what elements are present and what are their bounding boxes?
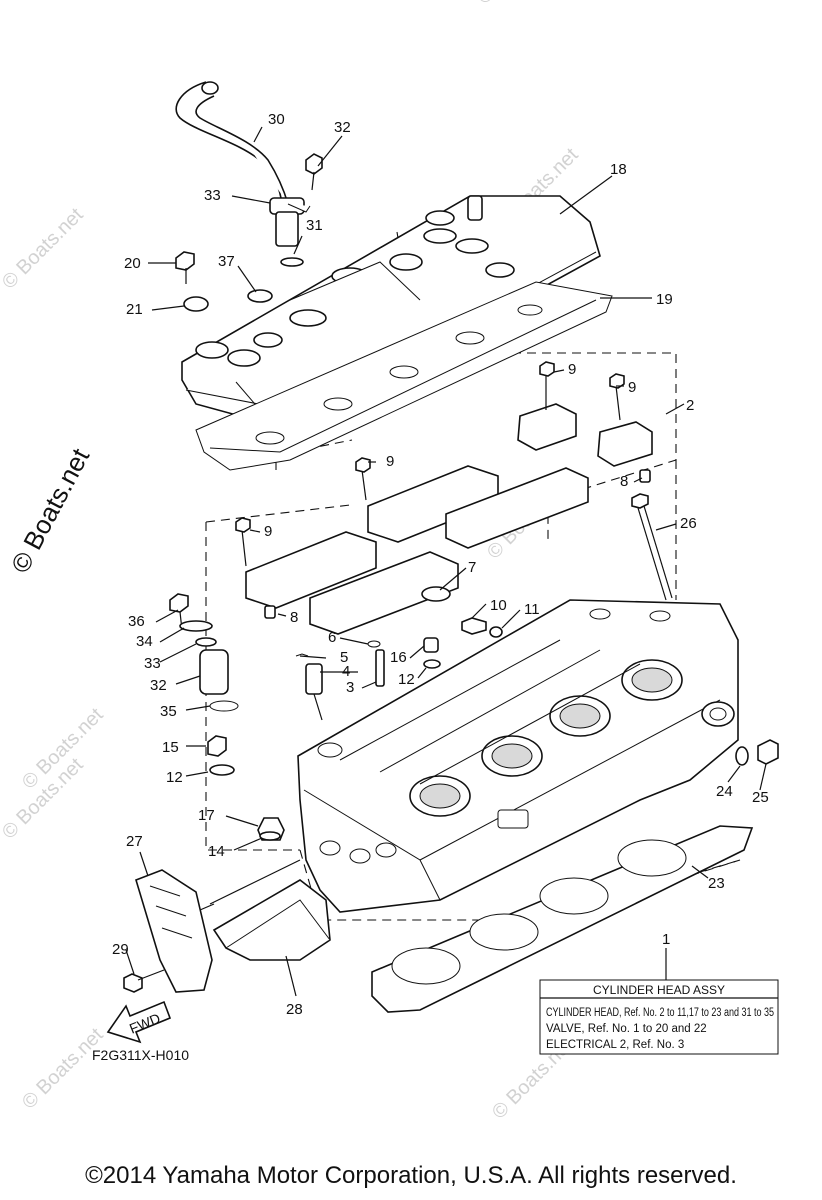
callout-19: 20	[124, 255, 141, 272]
side-watermark: © Boats.net	[5, 443, 96, 578]
callout-16: 17	[198, 807, 215, 824]
callout-9d: 9	[264, 523, 272, 540]
callout-6: 6	[328, 629, 336, 646]
callout-14: 15	[162, 739, 179, 756]
callout-22: 24	[716, 783, 733, 800]
callout-4: 4	[342, 663, 350, 680]
callout-9c: 9	[386, 453, 394, 470]
callout-12a: 12	[398, 671, 415, 688]
camshaft-caps	[235, 361, 653, 635]
cover-bolts	[175, 251, 273, 312]
callout-15: 16	[390, 649, 407, 666]
head-cover-gasket	[195, 281, 613, 471]
callout-5: 5	[340, 649, 348, 666]
callout-26: 28	[286, 1001, 303, 1018]
callout-20: 21	[126, 301, 143, 318]
diagram-code: F2G311X-H010	[92, 1047, 189, 1063]
callout-28: 30	[268, 111, 285, 128]
leader-lines	[125, 126, 767, 997]
callout-1: 1	[662, 931, 670, 948]
info-box-line: VALVE, Ref. No. 1 to 20 and 22	[546, 1023, 707, 1035]
callout-9a: 9	[568, 361, 576, 378]
callout-21: 23	[708, 875, 725, 892]
callout-2: 2	[686, 397, 694, 414]
callout-3: 3	[346, 679, 354, 696]
head-gasket	[371, 825, 754, 1013]
callout-32: 32	[150, 677, 167, 694]
info-box-line: ELECTRICAL 2, Ref. No. 3	[546, 1039, 684, 1051]
callout-9b: 9	[628, 379, 636, 396]
callout-35: 35	[160, 703, 177, 720]
callout-29: 31	[306, 217, 323, 234]
callout-18: 19	[656, 291, 673, 308]
mounting-bracket	[123, 859, 331, 993]
callout-7: 7	[468, 559, 476, 576]
callout-25: 27	[126, 833, 143, 850]
info-box-title: CYLINDER HEAD ASSY	[593, 983, 725, 997]
callout-36: 36	[128, 613, 145, 630]
callout-30: 32	[334, 119, 351, 136]
callout-33: 33	[144, 655, 161, 672]
assembly-info-box: CYLINDER HEAD ASSY CYLINDER HEAD, Ref. N…	[539, 979, 779, 1055]
long-bolt	[631, 493, 673, 601]
watermark: © Boats.net	[18, 1024, 108, 1114]
valve-parts	[169, 586, 503, 841]
info-box-line: CYLINDER HEAD, Ref. No. 2 to 11,17 to 23…	[546, 1007, 774, 1019]
callout-10: 10	[490, 597, 507, 614]
callout-23: 25	[752, 789, 769, 806]
callout-13: 14	[208, 843, 225, 860]
callout-12b: 12	[166, 769, 183, 786]
watermark: © Boats.net	[0, 204, 88, 294]
callout-31: 33	[204, 187, 221, 204]
cylinder-head	[297, 599, 739, 913]
callout-37: 37	[218, 253, 235, 270]
callout-27: 29	[112, 941, 129, 958]
breather-hose	[175, 81, 323, 267]
callout-8b: 8	[290, 609, 298, 626]
forward-arrow: FWD	[106, 1000, 172, 1044]
fwd-label: FWD	[127, 1010, 163, 1037]
callout-24: 26	[680, 515, 697, 532]
watermark: © Boats.net	[473, 0, 563, 9]
callout-17: 18	[610, 161, 627, 178]
copyright-notice: ©2014 Yamaha Motor Corporation, U.S.A. A…	[85, 1162, 737, 1189]
callout-11: 11	[524, 601, 540, 618]
drain-fittings	[735, 739, 779, 766]
callout-8a: 8	[620, 473, 628, 490]
callout-labels: 30 32 33 31 18 20 37 21 19 9 9 2 9 8 9 2…	[112, 111, 769, 1018]
callout-34: 34	[136, 633, 153, 650]
